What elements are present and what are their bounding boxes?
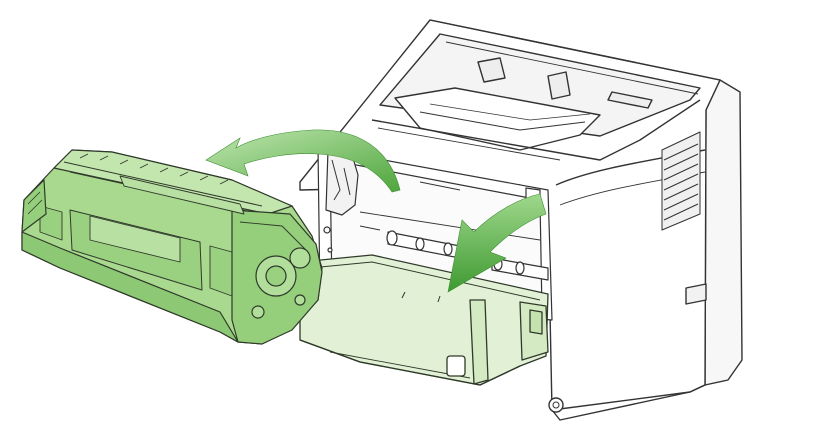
cartridge-handle xyxy=(119,175,245,215)
cartridge-ridge-1 xyxy=(63,161,263,207)
arrow-down-body xyxy=(447,193,547,293)
door-handle-slot xyxy=(446,355,466,377)
top-front-lip xyxy=(371,99,701,161)
arrow-out-body xyxy=(205,129,401,193)
paper-guide-right xyxy=(547,71,571,100)
curved-arrow-down xyxy=(447,193,547,293)
power-button-icon xyxy=(548,397,564,413)
paper-guide-stop xyxy=(607,91,653,109)
door-hinge-arm xyxy=(469,299,489,385)
cartridge-left-end xyxy=(21,179,47,233)
door-inner-edge xyxy=(309,261,541,301)
paper-guide-left xyxy=(477,57,506,83)
cartridge-gear-small xyxy=(289,247,311,269)
printer-side-panel xyxy=(704,79,743,386)
output-tray-top-edge xyxy=(429,19,721,81)
curved-arrow-out xyxy=(205,129,401,193)
printer-bottom-edge xyxy=(551,384,706,411)
transfer-roller xyxy=(386,230,471,261)
door-bottom-lip xyxy=(299,339,521,386)
toner-cartridge xyxy=(21,149,323,345)
side-vent-grille xyxy=(661,131,701,231)
printer-foot xyxy=(685,283,707,305)
output-tray-inner-line xyxy=(445,41,699,95)
open-front-door xyxy=(299,254,549,386)
printer-body xyxy=(299,19,743,421)
cartridge-front xyxy=(21,231,239,343)
